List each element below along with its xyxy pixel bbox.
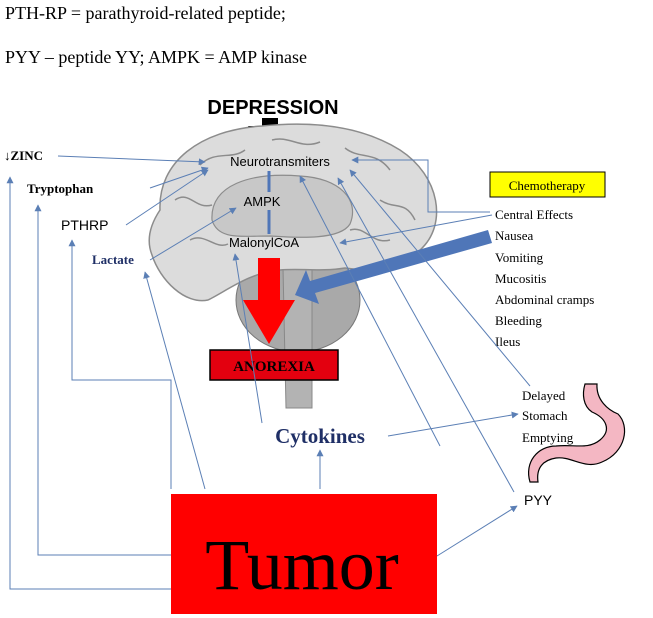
tumor-box: [171, 494, 437, 614]
pthrp-to-neurotransmitters: [125, 169, 209, 226]
chemo-to-malonylcoa: [339, 214, 493, 246]
corpus-callosum: [211, 174, 354, 238]
tumor-to-tryptophan: [6, 176, 171, 590]
legend-line-1: PTH-RP = parathyroid-related peptide;: [5, 3, 286, 23]
legend-line-2: PYY – peptide YY; AMPK = AMP kinase: [5, 47, 307, 67]
pyy-to-neurotransmitters: [337, 177, 515, 493]
chemo-blue-arrow: [295, 230, 492, 304]
anorexia-red-arrow: [243, 258, 295, 344]
cytokines-to-brain: [232, 253, 263, 424]
chemo-effect-central: Central Effects: [495, 207, 573, 222]
chemotherapy-box: [489, 171, 606, 198]
chemo-effect-nausea: Nausea: [495, 228, 533, 243]
chemo-to-neurotransmitters: [351, 156, 490, 213]
malonylcoa-label: MalonylCoA: [229, 235, 299, 250]
cytokines-label: Cytokines: [275, 424, 365, 448]
depression-title: DEPRESSION: [207, 97, 338, 119]
anorexia-box: [209, 349, 339, 381]
tumor-to-pthrp: [68, 239, 172, 489]
zinc-to-neurotransmitters: [57, 155, 206, 166]
vagal-to-neurotransmitters: [299, 175, 441, 447]
stomach-effect-delayed: Delayed: [522, 388, 566, 403]
zinc-label: ↓ZINC: [4, 148, 43, 163]
connector-lines: [6, 155, 531, 590]
brain-folds: [174, 138, 416, 246]
tumor-to-pyy: [436, 505, 518, 557]
tumor-to-lactate: [143, 271, 206, 490]
chemo-effects-list: Central Effects Nausea Vomiting Mucositi…: [495, 207, 594, 349]
lactate-label: Lactate: [92, 252, 134, 267]
neurotransmitters-label: Neurotransmiters: [230, 154, 330, 169]
lactate-to-ampk: [149, 207, 237, 261]
chemotherapy-label: Chemotherapy: [509, 178, 586, 193]
anorexia-label: ANOREXIA: [233, 359, 315, 375]
tryptophan-to-neurotransmitters: [149, 166, 209, 189]
tumor-to-pthrp-branch: [34, 204, 171, 556]
chemo-effect-mucositis: Mucositis: [495, 271, 546, 286]
chemo-effect-cramps: Abdominal cramps: [495, 292, 594, 307]
stomach-to-neurotransmitters: [349, 169, 531, 387]
pthrp-label: PTHRP: [61, 217, 108, 233]
chemo-effect-ileus: Ileus: [495, 334, 520, 349]
chemo-effect-bleeding: Bleeding: [495, 313, 542, 328]
tumor-label: Tumor: [205, 525, 398, 605]
ampk-label: AMPK: [244, 194, 281, 209]
stomach-effect-stomach: Stomach: [522, 408, 568, 423]
tryptophan-label: Tryptophan: [27, 181, 94, 196]
stomach-illustration: [528, 383, 626, 483]
cytokines-to-stomach: [387, 411, 519, 437]
pyy-label: PYY: [524, 492, 553, 508]
stomach-effect-emptying: Emptying: [522, 430, 574, 445]
chemo-effect-vomiting: Vomiting: [495, 250, 544, 265]
